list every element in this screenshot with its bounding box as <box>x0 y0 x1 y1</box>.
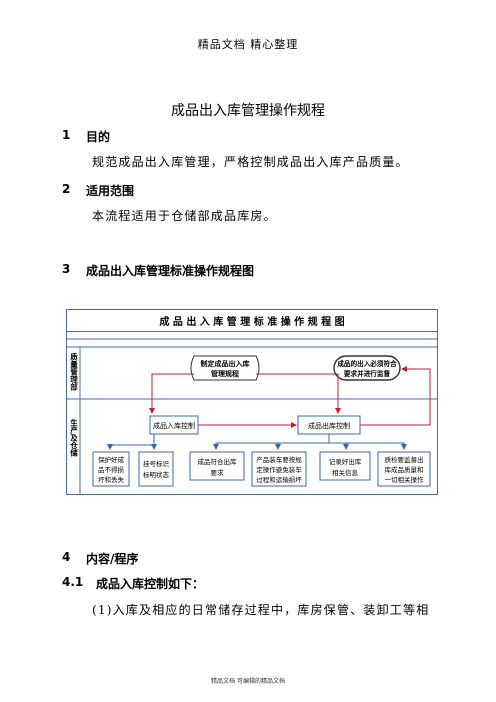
lane-quality: 质量管理部 <box>69 352 78 392</box>
section-2-text: 本流程适用于仓储部成品库房。 <box>92 209 277 223</box>
node-out-control-label: 成品出库控制 <box>308 421 350 430</box>
svg-text:品不得损: 品不得损 <box>98 465 125 474</box>
svg-text:库成品质量和: 库成品质量和 <box>385 465 424 474</box>
svg-text:过程和运输损坏: 过程和运输损坏 <box>256 475 302 484</box>
svg-text:记录好出库: 记录好出库 <box>329 457 362 466</box>
svg-text:定操作避免装车: 定操作避免装车 <box>256 465 302 474</box>
node-in-control-label: 成品入库控制 <box>153 421 195 430</box>
section-2-title: 适用范围 <box>86 184 135 198</box>
leaf-label-status <box>138 451 174 487</box>
node-make-rules <box>190 355 260 381</box>
svg-text:成品符合出库: 成品符合出库 <box>198 457 238 466</box>
arrow-out-to-supervise <box>360 366 431 426</box>
leaf-record-info <box>319 451 371 481</box>
node-supervise-l2: 要求并进行监督 <box>344 369 391 378</box>
svg-text:产品装车要按规: 产品装车要按规 <box>256 455 302 464</box>
svg-text:标明状态: 标明状态 <box>143 470 170 479</box>
leaf-protect <box>92 451 130 487</box>
section-1-number: 1 <box>62 128 71 142</box>
page-header: 精品文档 精心整理 <box>197 38 299 51</box>
leaf-meet-requirements <box>189 451 245 481</box>
svg-text:保护好成: 保护好成 <box>98 455 125 464</box>
section-3-number: 3 <box>62 262 71 276</box>
diagram-title: 成 品 出 入 库 管 理 标 准 操 作 规 程 图 <box>159 315 344 328</box>
arrow-rules-to-in <box>149 373 194 414</box>
node-make-rules-l2: 管理规程 <box>211 369 239 378</box>
document-title: 成品出入库管理操作规程 <box>171 103 325 119</box>
svg-text:坏和丢失: 坏和丢失 <box>98 475 125 484</box>
node-make-rules-l1: 制定成品出入库 <box>201 359 250 368</box>
section-4-1-number: 4.1 <box>62 575 84 589</box>
svg-text:挂号标识: 挂号标识 <box>143 459 170 468</box>
svg-text:相关信息: 相关信息 <box>332 468 359 477</box>
arrow-rules-to-out <box>256 373 341 414</box>
svg-text:质检要监督出: 质检要监督出 <box>385 455 424 464</box>
lane-production: 生产及仓储 <box>69 418 78 458</box>
node-supervise <box>333 355 401 381</box>
leaf-loading <box>251 451 307 487</box>
svg-text:一切相关操作: 一切相关操作 <box>385 475 425 484</box>
svg-text:要求: 要求 <box>211 468 225 477</box>
node-supervise-l1: 成品的出入必须符合 <box>337 359 397 368</box>
section-4-number: 4 <box>62 550 71 564</box>
section-4-title: 内容/程序 <box>86 552 139 566</box>
section-3-title: 成品出入库管理标准操作规程图 <box>86 264 255 278</box>
section-2-number: 2 <box>62 182 71 196</box>
section-1-text: 规范成品出入库管理，严格控制成品出入库产品质量。 <box>92 155 409 169</box>
section-1-title: 目的 <box>86 130 111 144</box>
section-4-1-title: 成品入库控制如下： <box>96 577 205 591</box>
section-4-1-text: (1)入库及相应的日常储存过程中，库房保管、装卸工等相 <box>92 603 430 617</box>
page-footer: 精品文档 可编辑的精品文档 <box>211 678 285 685</box>
flow-diagram: 成 品 出 入 库 管 理 标 准 操 作 规 程 图 质量管理部 生产及仓储 … <box>66 309 438 495</box>
leaf-qc-supervise <box>377 451 431 487</box>
